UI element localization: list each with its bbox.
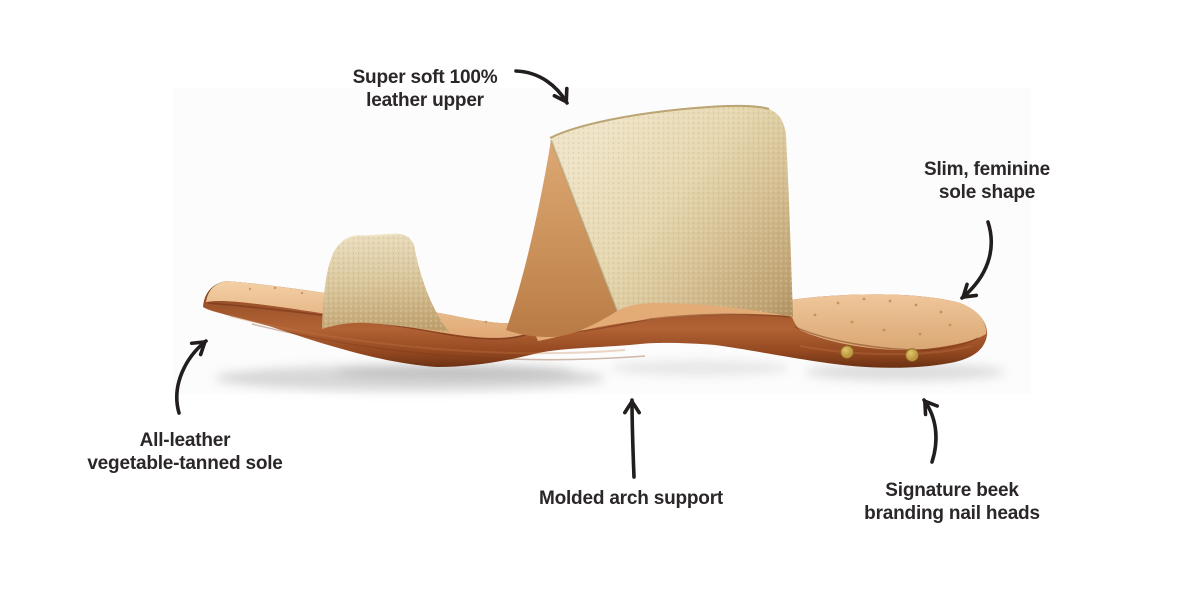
insole-heel (789, 294, 987, 351)
arrow-nail-heads-icon (922, 398, 940, 464)
toe-strap-edge (340, 233, 399, 244)
label-line: Slim, feminine (923, 159, 1051, 180)
label-sole-material: All-leather vegetable-tanned sole (87, 429, 283, 475)
nail-heads (840, 345, 919, 362)
label-line: branding nail heads (864, 503, 1040, 524)
sandal-shadow (215, 360, 1005, 391)
label-line: sole shape (938, 182, 1036, 203)
wide-strap-fold-edge (549, 104, 770, 139)
wide-strap-texture (550, 105, 793, 317)
label-line: All-leather (139, 430, 231, 451)
annotation-arrows (175, 69, 993, 479)
sole-wood-grain (229, 315, 973, 361)
label-line: Signature beek (885, 480, 1019, 501)
wide-strap-front-edge (550, 139, 618, 312)
arrow-sole-shape-icon (960, 220, 993, 300)
label-line: Molded arch support (538, 488, 724, 509)
label-line: vegetable-tanned sole (87, 453, 283, 474)
label-line: Super soft 100% (352, 67, 498, 88)
toe-strap-texture (322, 234, 449, 332)
label-leather-upper: Super soft 100% leather upper (353, 66, 498, 112)
arrow-arch-support-icon (623, 398, 642, 479)
interior-wall (506, 140, 617, 337)
label-sole-shape: Slim, feminine sole shape (924, 158, 1050, 204)
arrow-leather-upper-icon (514, 69, 569, 105)
arrow-sole-material-icon (175, 339, 208, 415)
sandal (203, 104, 988, 368)
label-nail-heads: Signature beek branding nail heads (864, 479, 1040, 525)
label-arch-support: Molded arch support (539, 487, 723, 510)
label-line: leather upper (366, 90, 484, 111)
